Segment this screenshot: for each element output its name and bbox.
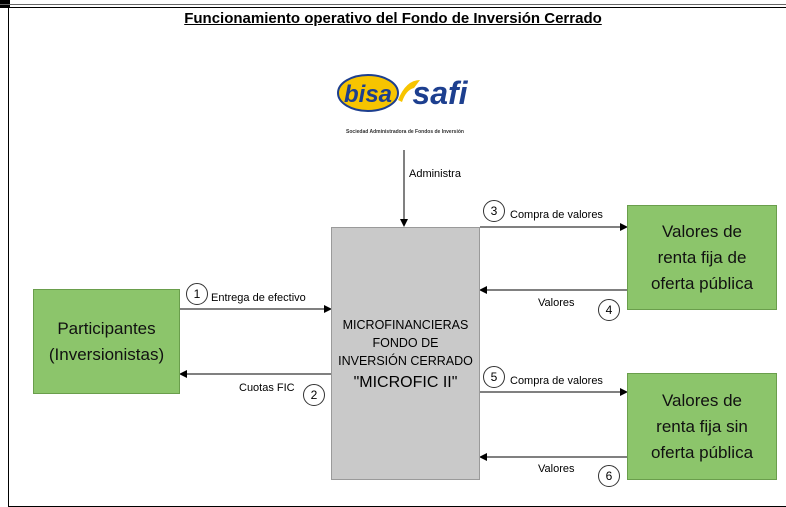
fund-line2: FONDO DE — [372, 335, 439, 350]
diagram-title: Funcionamiento operativo del Fondo de In… — [184, 10, 602, 27]
logo-safi-text: safi — [412, 75, 468, 111]
top-rule — [0, 4, 786, 5]
private-offer-line1: Valores de — [661, 390, 742, 410]
step-badge-6: 6 — [598, 465, 620, 487]
public-offer-line2: renta fija de — [657, 247, 747, 267]
label-compra-1: Compra de valores — [510, 209, 603, 221]
public-offer-line1: Valores de — [661, 221, 742, 241]
step-badge-1: 1 — [186, 283, 208, 305]
fund-line3: INVERSIÓN CERRADO — [338, 353, 473, 368]
label-entrega: Entrega de efectivo — [211, 292, 306, 304]
label-administra: Administra — [409, 168, 461, 180]
private-offer-line2: renta fija sin — [656, 416, 748, 436]
public-offer-box: Valores de renta fija de oferta pública — [627, 205, 777, 310]
fund-line1: MICROFINANCIERAS — [342, 317, 469, 332]
step-badge-3: 3 — [483, 200, 505, 222]
private-offer-box: Valores de renta fija sin oferta pública — [627, 373, 777, 480]
step-badge-4: 4 — [598, 299, 620, 321]
step-badge-2: 2 — [303, 384, 325, 406]
label-cuotas: Cuotas FIC — [239, 382, 295, 394]
public-offer-line3: oferta pública — [650, 273, 754, 293]
participants-line2: (Inversionistas) — [48, 344, 165, 364]
label-valores-2: Valores — [538, 463, 575, 475]
logo-bisa-text: bisa — [344, 81, 392, 108]
step-badge-5: 5 — [483, 366, 505, 388]
participants-line1: Participantes — [57, 318, 156, 338]
logo-subtitle: Sociedad Administradora de Fondos de Inv… — [346, 129, 464, 135]
private-offer-line3: oferta pública — [650, 442, 754, 462]
fund-line4: "MICROFIC II" — [353, 373, 458, 391]
label-compra-2: Compra de valores — [510, 375, 603, 387]
bisa-safi-logo: bisa safi — [337, 74, 469, 112]
fund-box: MICROFINANCIERAS FONDO DE INVERSIÓN CERR… — [331, 227, 480, 480]
participants-box: Participantes (Inversionistas) — [33, 289, 180, 394]
label-valores-1: Valores — [538, 297, 575, 309]
